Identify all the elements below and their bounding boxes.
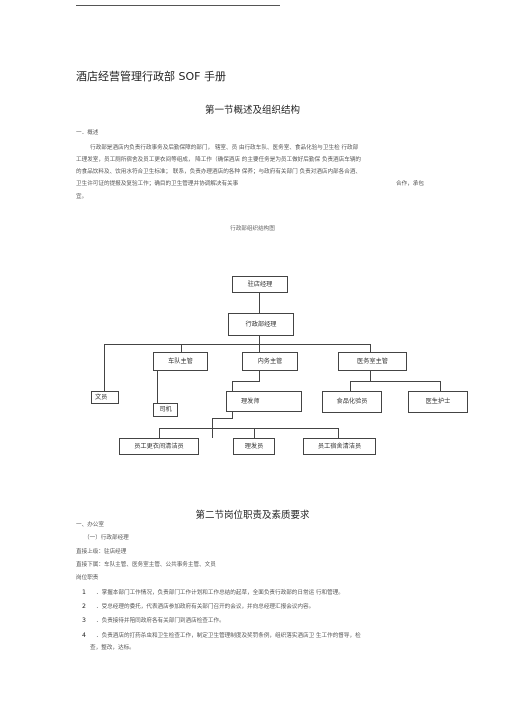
- org-node-food-tester: 食品化验员: [322, 391, 382, 413]
- duty-item: 3 ．负责接待并陪同政府各有关部门到酒店检查工作。: [82, 617, 225, 625]
- org-node-admin-manager: 行政部经理: [228, 313, 294, 336]
- org-node-fleet-supervisor: 车队主管: [153, 352, 208, 371]
- overview-line-4-right: 合作，承包: [396, 181, 424, 187]
- org-chart-caption: 行政部组织结构图: [230, 226, 275, 232]
- duty-text: ．负责酒店的打药杀虫和卫生检查工作，制定卫生管理制度及奖罚条例，组织落实酒店卫 …: [96, 633, 361, 639]
- connector-locker: [159, 428, 160, 438]
- connector-medical: [370, 344, 371, 352]
- duty-text: ．受总经理的委托，代表酒店参加政府有关部门召开的会议，并向总经理汇报会议内容。: [96, 604, 315, 610]
- duty-number: 3: [82, 617, 86, 624]
- org-node-locker-cleaner: 员工更衣间清洁员: [119, 438, 199, 455]
- org-node-barber: 理发员: [233, 438, 275, 455]
- overview-line-5: 宜。: [76, 194, 88, 200]
- connector-clerk: [104, 344, 105, 391]
- connector-internal-left: [232, 381, 260, 382]
- connector-nurse: [440, 381, 441, 391]
- org-node-nurse: 医生护士: [408, 391, 468, 413]
- org-node-resident-manager: 驻店经理: [232, 276, 288, 293]
- overview-line-2: 工理发室，员工厕所宿舍及员工更衣间等组成， 降工作（确保酒店 的主要任务是为员工…: [76, 157, 362, 163]
- duty-4-continuation: 查，整改，达标。: [90, 645, 135, 651]
- connector-medical-down: [370, 371, 371, 381]
- duty-item: 4 ．负责酒店的打药杀虫和卫生检查工作，制定卫生管理制度及奖罚条例，组织落实酒店卫…: [82, 632, 361, 640]
- org-node-barber-master: 理发师: [226, 391, 302, 412]
- connector-barber: [254, 428, 255, 438]
- section2-title: 第二节岗位职责及素质要求: [195, 510, 310, 521]
- duty-number: 2: [82, 603, 86, 610]
- org-node-medical-supervisor: 医务室主管: [338, 352, 407, 371]
- connector-bottom-bar: [159, 428, 338, 429]
- document-title: 酒店经营管理行政部 SOF 手册: [76, 70, 226, 83]
- duty-number: 1: [82, 589, 86, 596]
- connector-fleet: [181, 344, 182, 352]
- duty-text: ．掌握本部门工作情况，负责部门工作计划和工作总结的起草，全面负责行政部的日常运 …: [96, 590, 344, 596]
- org-node-internal-supervisor: 内务主管: [242, 352, 298, 371]
- overview-line-1: 行政部是酒店内负责行政事务及后勤保障的部门， 辖室、员 由行政车队、医务室、食品…: [90, 145, 359, 151]
- connector-food-tester: [350, 381, 351, 391]
- connector-medical-bar: [350, 381, 440, 382]
- role-heading: （一）行政部经理: [84, 535, 129, 541]
- connector-barber-master: [232, 381, 233, 391]
- header-rule: [76, 5, 280, 6]
- org-node-driver: 司机: [153, 403, 178, 417]
- duty-item: 2 ．受总经理的委托，代表酒店参加政府有关部门召开的会议，并向总经理汇报会议内容。: [82, 603, 314, 611]
- duty-text: ．负责接待并陪同政府各有关部门到酒店检查工作。: [96, 618, 225, 624]
- overview-heading: 一．概述: [76, 130, 99, 136]
- connector-dorm: [338, 428, 339, 438]
- connector-driver: [157, 371, 158, 403]
- connector-internal-down: [259, 371, 260, 381]
- connector-gm-admin: [259, 292, 260, 313]
- duty-item: 1 ．掌握本部门工作情况，负责部门工作计划和工作总结的起草，全面负责行政部的日常运…: [82, 589, 344, 597]
- dept-heading: 一、办公室: [76, 522, 104, 528]
- connector-barber-master-down: [232, 412, 233, 419]
- connector-managers-bar: [181, 344, 370, 345]
- connector-clerk-bar: [104, 344, 181, 345]
- section1-title: 第一节概述及组织结构: [204, 105, 300, 116]
- direct-subordinates: 直接下属：车队主管、医务室主管、公共事务主管、文员: [76, 562, 216, 568]
- duties-label: 岗位职责: [76, 575, 99, 581]
- overview-line-4: 卫生许可证的提报及复验工作；确目的卫生管理并协调解决有关事: [76, 181, 239, 187]
- connector-bottom-join: [212, 418, 232, 419]
- overview-line-3: 的食品饮料及、饮用水符合卫生标准； 联系，负责办理酒店的各种 保养；与政府有关部…: [76, 169, 362, 175]
- connector-internal: [259, 336, 260, 352]
- org-node-clerk: 文员: [91, 391, 119, 404]
- org-node-dorm-cleaner: 员工宿舍清洁员: [303, 438, 376, 455]
- duty-number: 4: [82, 632, 86, 639]
- direct-superior: 直接上级：驻店经理: [76, 549, 127, 555]
- connector-stub: [259, 371, 260, 373]
